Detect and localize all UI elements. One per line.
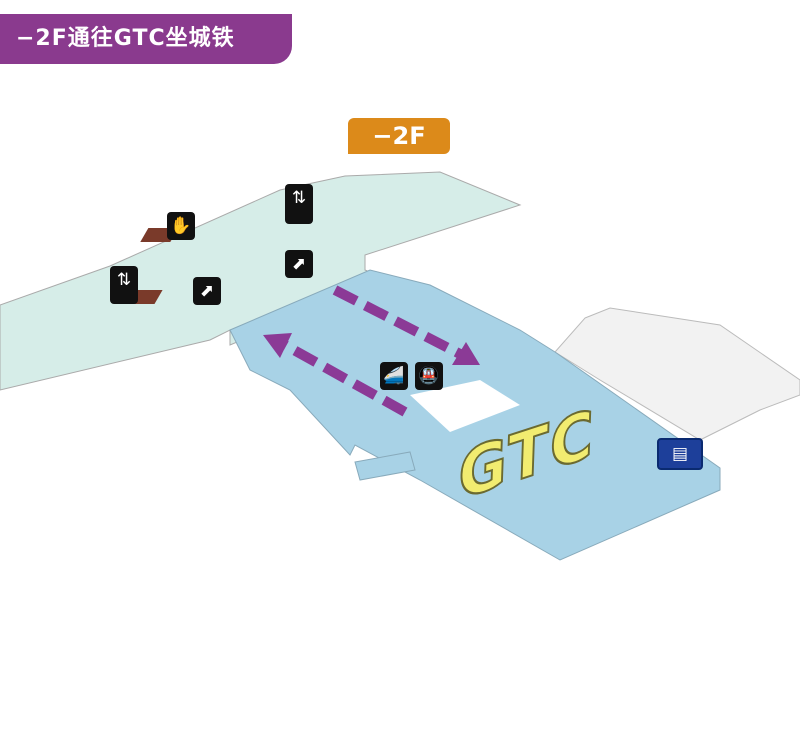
escalator-icon[interactable]: ⬈ [193, 277, 221, 305]
floor-tag: −2F [348, 118, 450, 154]
intercity-train-icon[interactable]: 🚄 [380, 362, 408, 390]
escalator-icon[interactable]: ⬈ [285, 250, 313, 278]
elevator-icon[interactable]: ⇅ [285, 184, 313, 224]
exit-stub [354, 451, 416, 481]
platform-void [410, 380, 520, 432]
adjacent-area [554, 307, 800, 441]
elevator-icon[interactable]: ⇅ [110, 266, 138, 304]
route-arrow-from-gtc [263, 333, 408, 417]
route-arrow-to-gtc [332, 285, 480, 365]
metro-icon[interactable]: 🚇 [415, 362, 443, 390]
station-sign-icon[interactable]: ▤ [657, 438, 703, 470]
service-icon[interactable]: ✋ [167, 212, 195, 240]
page-banner: −2F通往GTC坐城铁 [0, 14, 292, 64]
